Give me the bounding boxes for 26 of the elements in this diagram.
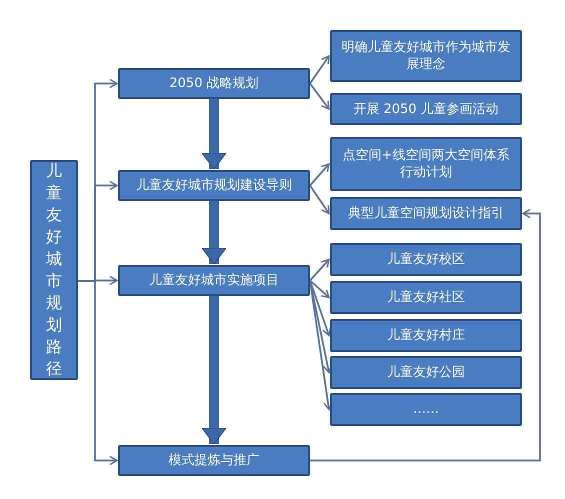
arrow	[309, 280, 332, 336]
block-arrow	[202, 201, 226, 264]
process-box: 点空间+线空间两大空间体系行动计划	[330, 137, 522, 191]
process-box: 典型儿童空间规划设计指引	[330, 197, 522, 230]
arrow	[309, 163, 330, 186]
arrow	[309, 185, 330, 214]
process-box: 儿童友好公园	[330, 356, 522, 389]
process-box: 儿童友好城市规划路径	[30, 160, 78, 380]
arrow	[309, 55, 330, 84]
arrow	[309, 258, 330, 282]
arrow	[309, 82, 330, 110]
process-box: 明确儿童友好城市作为城市发展理念	[330, 30, 522, 82]
process-box: 2050 战略规划	[118, 68, 310, 99]
block-arrow	[202, 296, 226, 444]
arrow	[310, 208, 541, 462]
process-box: 儿童友好社区	[330, 281, 522, 314]
process-box: ……	[330, 393, 522, 426]
arrow	[78, 280, 118, 466]
process-box: 模式提炼与推广	[118, 445, 310, 476]
process-box: 儿童友好校区	[330, 243, 522, 276]
process-box: 儿童友好城市实施项目	[118, 265, 310, 296]
process-box: 儿童友好村庄	[330, 319, 522, 352]
arrow	[309, 280, 330, 298]
process-box: 开展 2050 儿童参画活动	[330, 93, 522, 125]
process-box: 儿童友好城市规划建设导则	[118, 170, 310, 201]
block-arrow	[202, 99, 226, 170]
